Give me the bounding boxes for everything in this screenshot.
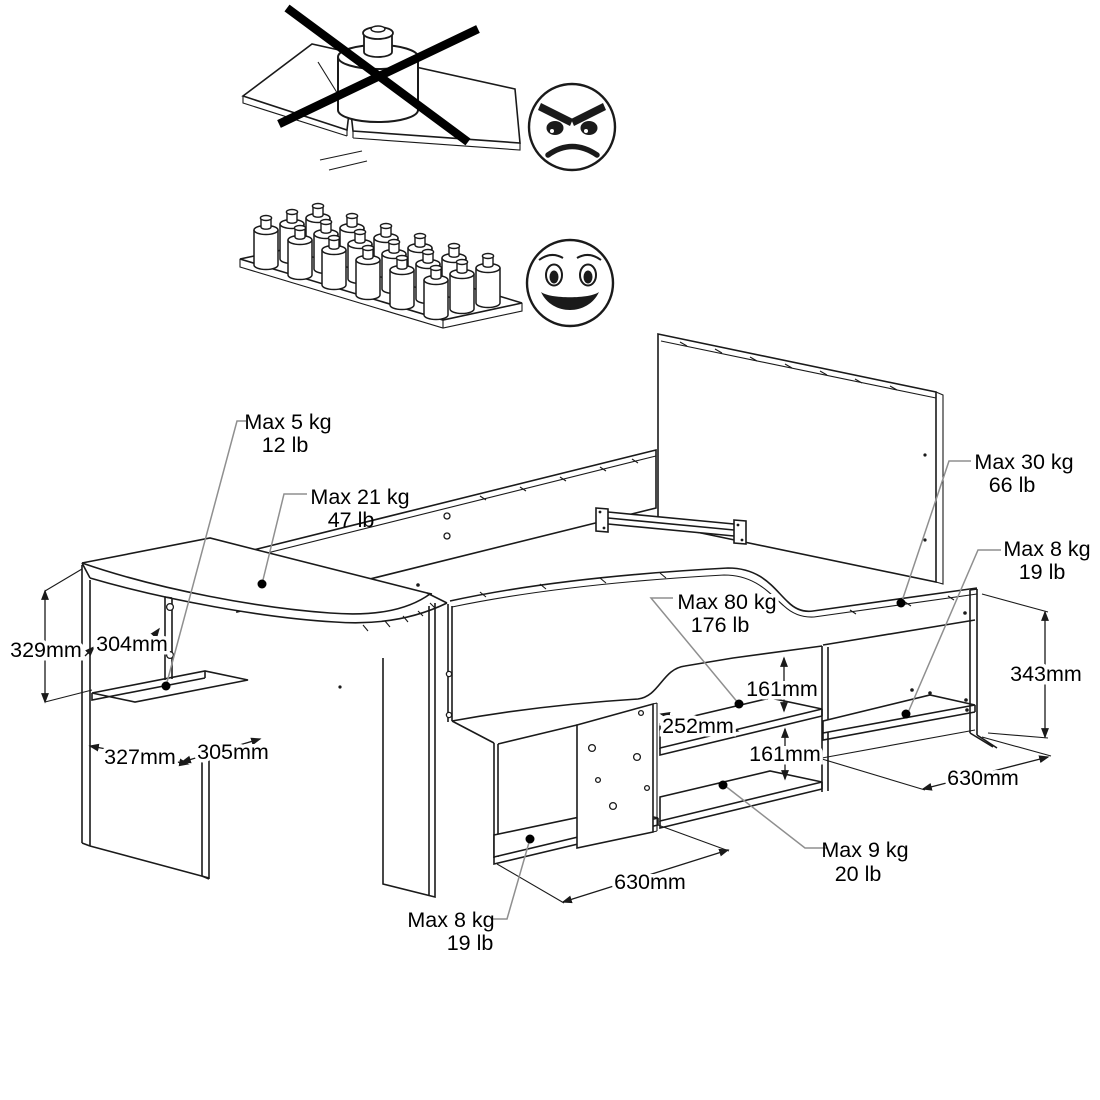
dimension-label-329mm: 329mm — [10, 638, 82, 662]
desk-unit — [81, 537, 448, 899]
right-cubby — [821, 588, 998, 759]
dimension-304mm — [84, 627, 160, 657]
dimension-329mm — [41, 568, 93, 704]
weight-label-bed-deck-line2: 66 lb — [989, 473, 1036, 497]
headboard-panel — [646, 333, 944, 585]
dimension-327mm — [88, 743, 190, 767]
dimension-label-252mm: 252mm — [662, 714, 734, 738]
weight-label-right-cubby-line1: Max 8 kg — [1003, 537, 1090, 561]
weight-label-right-cubby-line2: 19 lb — [1019, 560, 1066, 584]
dimension-343mm — [981, 593, 1049, 739]
cross-icon — [277, 4, 480, 146]
dimension-label-304mm: 304mm — [96, 632, 168, 656]
safety-bar — [595, 507, 747, 545]
weight-label-desk-shelf-line1: Max 5 kg — [244, 410, 331, 434]
dimension-label-630mm-bottom: 630mm — [614, 870, 686, 894]
small-weights-grid — [253, 202, 501, 321]
dimension-lines — [41, 568, 1052, 904]
dimension-252mm — [659, 712, 740, 733]
angry-face-icon — [527, 82, 617, 172]
wrong-load-illustration — [241, 4, 521, 171]
happy-face-icon — [525, 238, 615, 328]
weight-label-bed-platform-line1: Max 80 kg — [677, 590, 776, 614]
weight-label-desk-top-line1: Max 21 kg — [310, 485, 409, 509]
perforated-divider-panel — [576, 702, 658, 849]
dimension-label-343mm: 343mm — [1010, 662, 1082, 686]
weight-label-bed-platform-line2: 176 lb — [691, 613, 750, 637]
weight-label-desk-shelf-line2: 12 lb — [262, 433, 309, 457]
bed-base — [445, 567, 978, 744]
bed-line-drawing — [81, 333, 998, 899]
weight-leaders — [161, 420, 1001, 920]
weight-label-desk-top-line2: 47 lb — [328, 508, 375, 532]
dimension-label-327mm: 327mm — [104, 745, 176, 769]
dimension-label-630mm-right: 630mm — [947, 766, 1019, 790]
dimension-label-161mm-bottom: 161mm — [749, 742, 821, 766]
dimension-label-305mm: 305mm — [197, 740, 269, 764]
weight-label-middle-shelf-line1: Max 9 kg — [821, 838, 908, 862]
weight-label-left-cubby-line1: Max 8 kg — [407, 908, 494, 932]
weight-label-bed-deck-line1: Max 30 kg — [974, 450, 1073, 474]
weight-label-middle-shelf-line2: 20 lb — [835, 862, 882, 886]
dimension-630mm-right — [821, 736, 1052, 791]
weight-label-left-cubby-line2: 19 lb — [447, 931, 494, 955]
dimension-305mm — [180, 737, 262, 764]
dimension-630mm-bottom — [496, 824, 730, 904]
labels: Max 5 kg 12 lb Max 21 kg 47 lb Max 30 kg… — [7, 410, 1091, 955]
dimension-label-161mm-top: 161mm — [746, 677, 818, 701]
distributed-load-illustration — [239, 202, 523, 329]
